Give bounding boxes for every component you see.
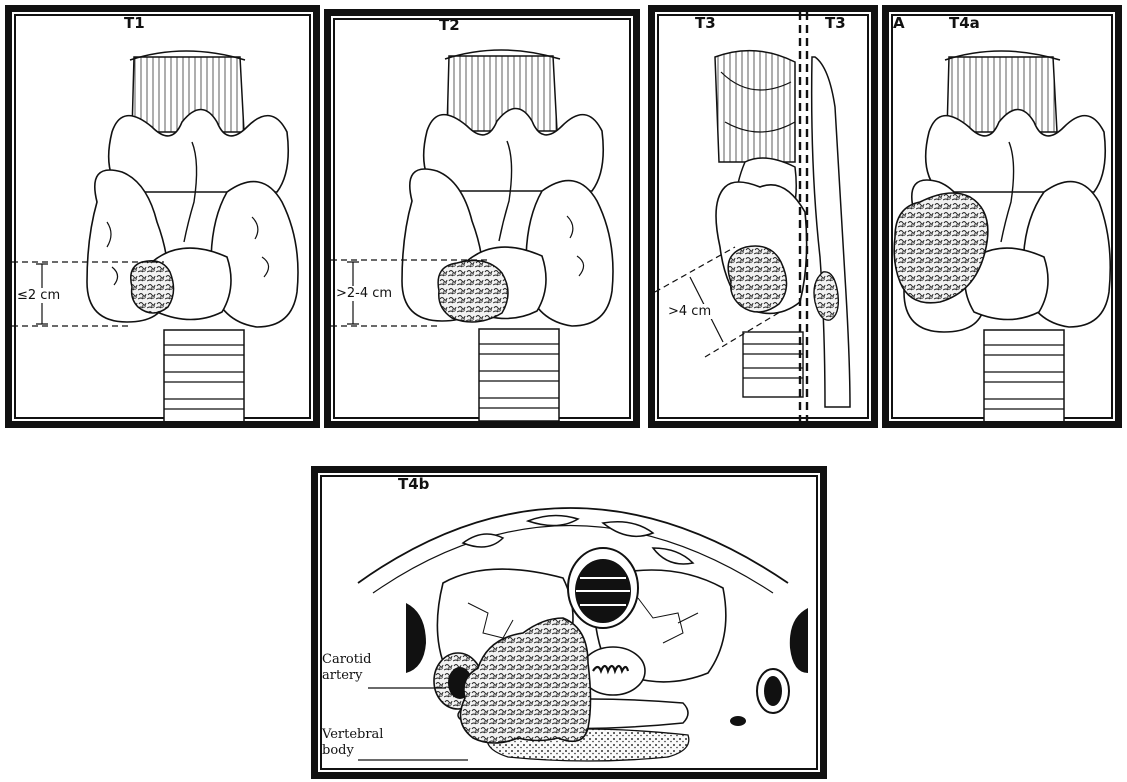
thyroid-illustration-t3 <box>655 12 871 421</box>
vertebral-label-line2: body <box>322 743 383 759</box>
panel-label-t3-left: T3 <box>695 14 716 32</box>
panel-t2: T2 >2-4 cm <box>324 9 640 428</box>
carotid-label-line1: Carotid <box>322 652 371 668</box>
panel-t1: T1 ≤2 cm <box>5 5 320 428</box>
panel-label-t3-right: T3 <box>825 14 846 32</box>
panel-marker-a: A <box>893 14 905 32</box>
size-label-t2: >2-4 cm <box>335 286 393 301</box>
tumor-t2 <box>438 261 508 322</box>
tumor-t3-side <box>814 272 838 320</box>
size-label-t1: ≤2 cm <box>16 288 61 303</box>
thyroid-illustration-t4a <box>889 12 1115 421</box>
carotid-label-line2: artery <box>322 668 371 684</box>
size-label-t3: >4 cm <box>667 304 712 319</box>
panel-label-t4b: T4b <box>398 475 429 493</box>
panel-label-t1: T1 <box>124 14 145 32</box>
panel-t4b: T4b Carotid artery Vertebral body <box>311 466 827 779</box>
panel-label-t2: T2 <box>439 16 460 34</box>
panel-label-t4a: T4a <box>949 14 980 32</box>
tumor-t1 <box>131 261 174 313</box>
panel-t3: T3 T3 >4 cm <box>648 5 878 428</box>
vertebral-label-line1: Vertebral <box>322 727 383 743</box>
thyroid-illustration-t2 <box>331 16 633 421</box>
thyroid-illustration-t1 <box>12 12 313 421</box>
tumor-t3-front <box>728 246 786 312</box>
neck-cross-section-t4b <box>318 473 820 772</box>
vertebral-body-label: Vertebral body <box>322 727 383 759</box>
panel-t4a: A T4a <box>882 5 1122 428</box>
carotid-artery-label: Carotid artery <box>322 652 371 684</box>
